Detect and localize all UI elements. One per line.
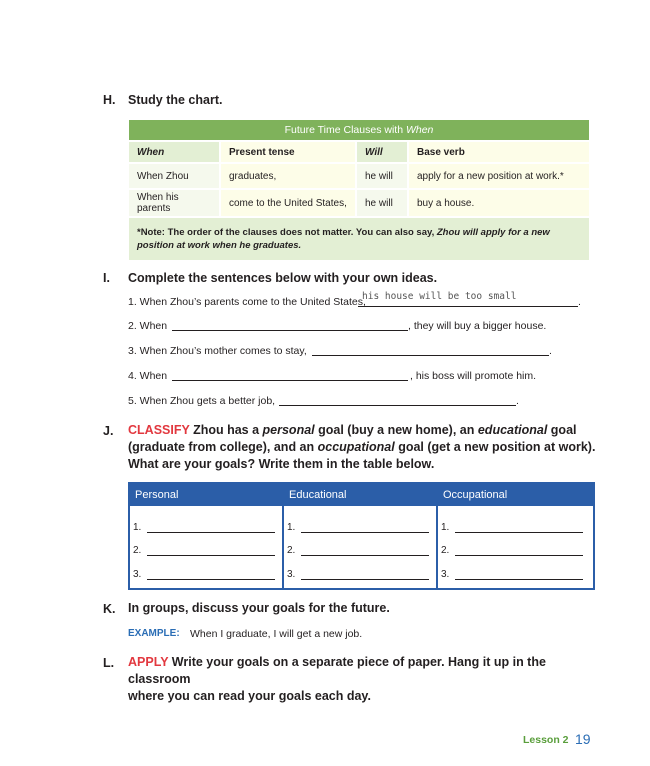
page-number: 19 <box>575 731 591 747</box>
chart-header-present-tense: Present tense <box>220 141 357 164</box>
section-h-instruction: Study the chart. <box>128 93 223 107</box>
personal-goal-number: 2. <box>133 545 142 556</box>
classify-label: CLASSIFY <box>128 423 190 437</box>
sentence-2-start: 2. When <box>128 320 168 332</box>
column-header-occupational: Occupational <box>438 484 593 506</box>
chart-cell: he will <box>356 163 409 190</box>
sentence-3-blank[interactable] <box>312 355 549 356</box>
occupational-goal-number: 3. <box>441 569 450 580</box>
occupational-goal-1-blank[interactable] <box>455 532 583 533</box>
educational-goal-number: 2. <box>287 545 296 556</box>
chart-header-will: Will <box>356 141 409 164</box>
chart-cell: come to the United States, <box>220 189 357 218</box>
personal-goal-1-blank[interactable] <box>147 532 275 533</box>
chart-row: When his parents come to the United Stat… <box>129 189 591 218</box>
chart-cell: When Zhou <box>129 163 221 190</box>
personal-goal-2-blank[interactable] <box>147 555 275 556</box>
personal-goal-3-blank[interactable] <box>147 579 275 580</box>
sentence-5-blank[interactable] <box>279 405 516 406</box>
chart-header-when: When <box>129 141 221 164</box>
sentence-4-start: 4. When <box>128 370 168 382</box>
sentence-4-blank[interactable] <box>172 380 408 381</box>
sentence-3-start: 3. When Zhou’s mother comes to stay, <box>128 345 307 357</box>
section-l-instruction: APPLY Write your goals on a separate pie… <box>128 655 546 703</box>
sentence-1-answer: his house will be too small <box>362 291 517 302</box>
chart-row: When Zhou graduates, he will apply for a… <box>129 163 591 190</box>
occupational-goal-2-blank[interactable] <box>455 555 583 556</box>
occupational-goal-number: 2. <box>441 545 450 556</box>
section-k-instruction: In groups, discuss your goals for the fu… <box>128 601 390 615</box>
column-header-personal: Personal <box>130 484 282 506</box>
educational-goal-1-blank[interactable] <box>301 532 429 533</box>
section-h-letter: H. <box>103 93 116 107</box>
sentence-1-blank[interactable] <box>358 306 578 307</box>
section-k-letter: K. <box>103 602 116 616</box>
occupational-goal-number: 1. <box>441 522 450 533</box>
sentence-1-end: . <box>578 296 581 308</box>
chart-header-base-verb: Base verb <box>408 141 591 164</box>
section-j-letter: J. <box>103 424 114 438</box>
occupational-goal-3-blank[interactable] <box>455 579 583 580</box>
educational-goal-3-blank[interactable] <box>301 579 429 580</box>
example-text: When I graduate, I will get a new job. <box>190 628 363 640</box>
future-time-clauses-chart: Future Time Clauses with When When Prese… <box>129 120 591 262</box>
sentence-5-end: . <box>516 395 519 407</box>
column-divider <box>436 484 438 588</box>
section-l-letter: L. <box>103 656 115 670</box>
apply-label: APPLY <box>128 655 169 669</box>
personal-goal-number: 1. <box>133 522 142 533</box>
goals-table: Personal Educational Occupational 1. 2. … <box>128 482 595 590</box>
column-divider <box>282 484 284 588</box>
example-label: EXAMPLE: <box>128 628 180 639</box>
sentence-1-start: 1. When Zhou’s parents come to the Unite… <box>128 296 366 308</box>
chart-cell: apply for a new position at work.* <box>408 163 591 190</box>
chart-cell: buy a house. <box>408 189 591 218</box>
chart-cell: he will <box>356 189 409 218</box>
section-i-letter: I. <box>103 271 110 285</box>
lesson-label: Lesson 2 <box>523 734 569 746</box>
sentence-3-end: . <box>549 345 552 357</box>
educational-goal-number: 1. <box>287 522 296 533</box>
chart-note: *Note: The order of the clauses does not… <box>129 217 591 262</box>
sentence-2-end: , they will buy a bigger house. <box>408 320 547 332</box>
section-i-instruction: Complete the sentences below with your o… <box>128 271 438 285</box>
personal-goal-number: 3. <box>133 569 142 580</box>
sentence-4-end: , his boss will promote him. <box>410 370 537 382</box>
sentence-2-blank[interactable] <box>172 330 408 331</box>
column-header-educational: Educational <box>284 484 436 506</box>
chart-cell: graduates, <box>220 163 357 190</box>
chart-cell: When his parents <box>129 189 221 218</box>
educational-goal-number: 3. <box>287 569 296 580</box>
section-j-instruction: CLASSIFY Zhou has a personal goal (buy a… <box>128 423 596 471</box>
educational-goal-2-blank[interactable] <box>301 555 429 556</box>
chart-title: Future Time Clauses with When <box>129 120 591 142</box>
sentence-5-start: 5. When Zhou gets a better job, <box>128 395 276 407</box>
